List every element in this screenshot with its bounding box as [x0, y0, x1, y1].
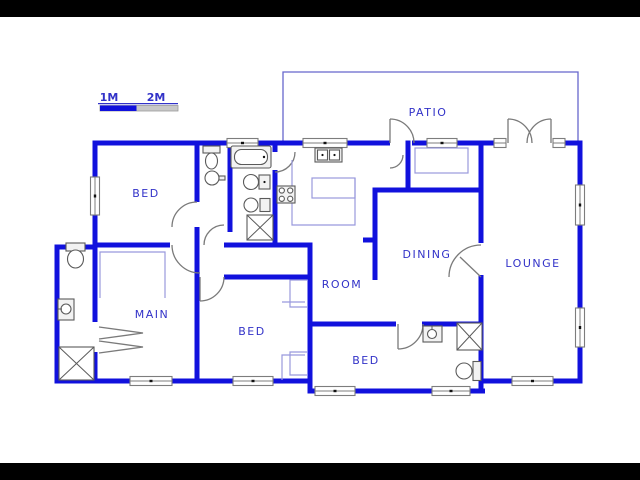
room-label-dining: DINING: [403, 248, 452, 261]
bed2-closet-bottom: [289, 351, 307, 376]
wc-door: [203, 224, 225, 246]
window-icon: [431, 385, 471, 397]
kitchen-island: [311, 177, 356, 199]
patio-door: [389, 118, 415, 169]
main-bedroom-door: [171, 244, 201, 274]
room-label-bed-3: BED: [352, 354, 379, 367]
fixtures: [57, 145, 483, 382]
door-jamb: [552, 137, 566, 149]
basin-icon: [204, 170, 226, 186]
window-icon: [232, 375, 274, 387]
shower-icon: [456, 322, 483, 351]
scale-bar-blue: [100, 105, 137, 111]
doors: [98, 118, 552, 354]
toilet-icon: [202, 145, 221, 170]
kitchen-door: [274, 151, 296, 173]
stove-icon: [276, 185, 296, 204]
basin-icon: [57, 298, 75, 321]
shower-icon: [58, 346, 95, 381]
window-icon: [511, 375, 554, 387]
windows: [89, 137, 586, 397]
kitchen-counter-line: [291, 160, 356, 226]
door-jamb: [493, 137, 507, 149]
room-label-lounge: LOUNGE: [505, 257, 560, 270]
room-label-bed-2: BED: [238, 325, 265, 338]
basin-icon: [422, 325, 443, 343]
hall-closet-line: [281, 301, 305, 380]
bed2-door: [199, 276, 225, 302]
bed2-closet-top: [289, 279, 307, 308]
scale-label-1m: 1M: [100, 91, 119, 104]
window-icon: [302, 137, 348, 149]
room-label-bed-1: BED: [132, 187, 159, 200]
toilet-icon: [65, 242, 86, 269]
closet-lines: [99, 147, 469, 380]
window-icon: [89, 176, 101, 216]
bottom-letterbox-bar: [0, 463, 640, 480]
bathroom3-door: [397, 323, 424, 350]
window-icon: [574, 184, 586, 226]
window-icon: [574, 307, 586, 348]
scale-label-2m: 2M: [147, 91, 166, 104]
room-labels: PATIO BED MAIN BED BED ROOM DINING LOUNG…: [132, 106, 560, 367]
double-sink-icon: [314, 147, 343, 163]
ensuite-bifold-door: [98, 326, 144, 354]
toilet-icon: [243, 197, 271, 213]
shower-icon: [246, 214, 274, 241]
room-label-main: MAIN: [135, 308, 170, 321]
window-icon: [314, 385, 356, 397]
bathtub-icon: [230, 145, 272, 169]
basin-icon: [242, 173, 271, 191]
patio-outline: [282, 71, 579, 143]
main-closet-line: [99, 251, 166, 298]
french-doors: [507, 118, 552, 144]
window-icon: [129, 375, 173, 387]
room-label-patio: PATIO: [409, 106, 448, 119]
room-label-room: ROOM: [322, 278, 362, 291]
toilet-icon: [455, 360, 482, 382]
scale-bar: 1M 2M: [98, 91, 179, 112]
window-icon: [426, 137, 458, 149]
lounge-door: [448, 244, 482, 278]
breakfast-counter: [414, 147, 469, 174]
bed1-door: [171, 201, 198, 228]
top-letterbox-bar: [0, 0, 640, 17]
